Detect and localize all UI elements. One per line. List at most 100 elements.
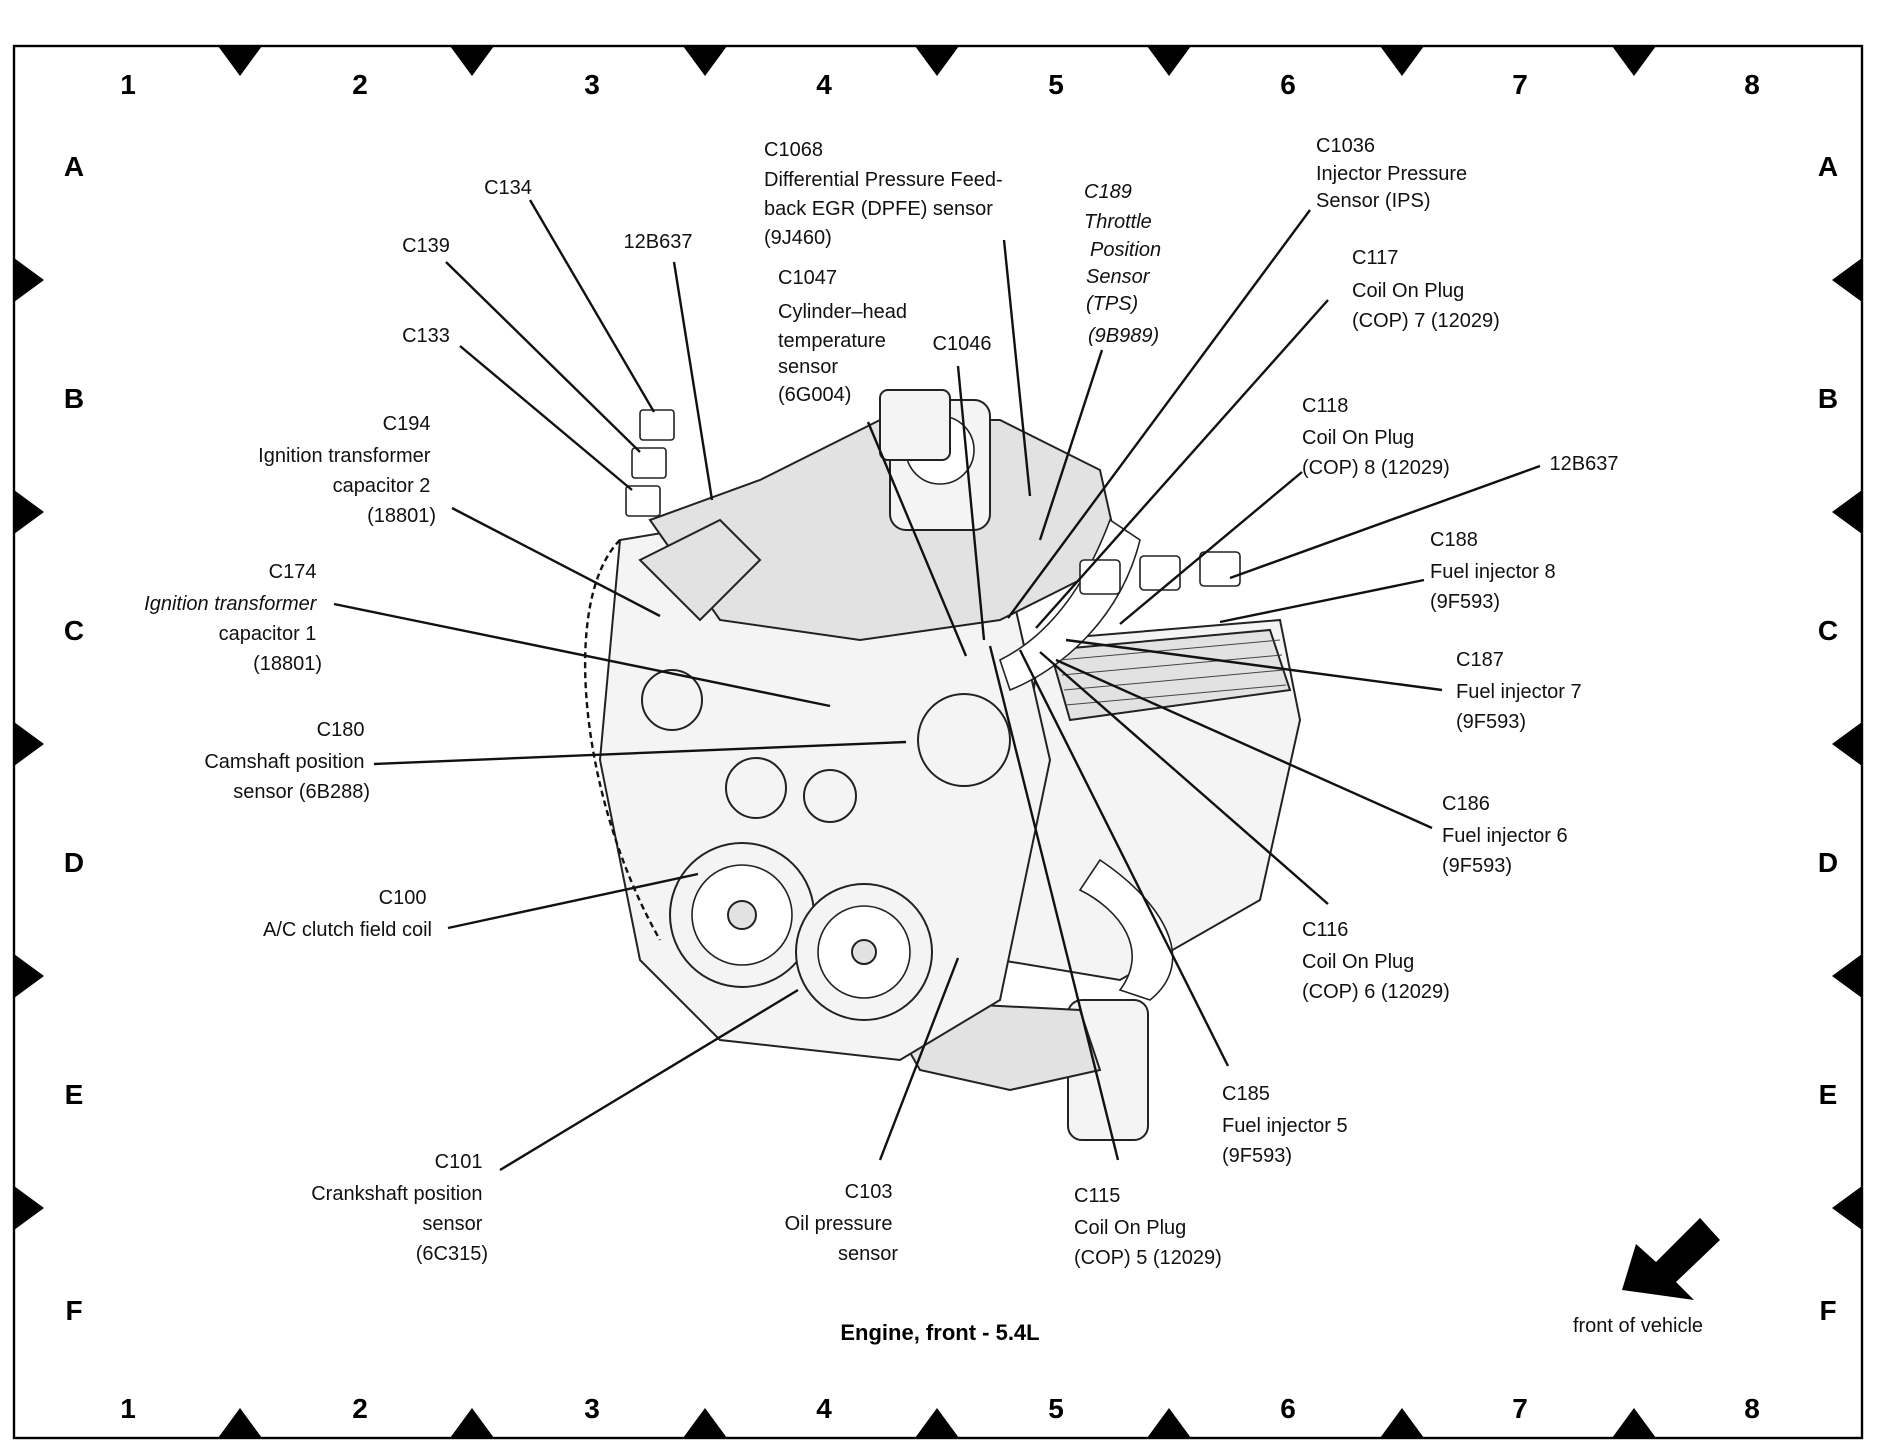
top-marker [1612, 46, 1656, 76]
intake-manifold [648, 419, 1122, 642]
callout-c189-line: (9B989) [1088, 325, 1159, 347]
coil-pack [1139, 555, 1181, 591]
right-marker [1832, 258, 1862, 302]
callout-c174: C174 Ignition transformer capacitor 1 (1… [144, 561, 322, 675]
connector-block [639, 409, 675, 441]
leader-c186 [1055, 658, 1433, 830]
leader-c1047 [866, 421, 968, 657]
grid-col-1: 1 [120, 69, 136, 100]
grid-col-6: 6 [1280, 1393, 1296, 1424]
grid-row-d: D [1818, 847, 1838, 878]
grid-col-5: 5 [1048, 1393, 1064, 1424]
callout-c117-line: (COP) 7 (12029) [1352, 310, 1500, 332]
bottom-marker [915, 1408, 959, 1438]
callout-c194: C194 Ignition transformer capacitor 2 (1… [258, 413, 436, 527]
grid-row-d: D [64, 847, 84, 878]
front-of-vehicle-label: front of vehicle [1573, 1315, 1703, 1337]
callout-c116-line: (COP) 6 (12029) [1302, 981, 1450, 1003]
leader-c117 [1035, 299, 1329, 629]
bottom-marker [1380, 1408, 1424, 1438]
callout-c174-line: C174 [269, 561, 317, 583]
callout-c1036-line: C1036 [1316, 135, 1375, 157]
callout-c185: C185 Fuel injector 5 (9F593) [1222, 1083, 1353, 1167]
leader-c103 [878, 957, 960, 1161]
callout-c188-line: (9F593) [1430, 591, 1500, 613]
leader-c100 [447, 872, 699, 930]
valve-cover-right [1048, 628, 1292, 722]
callout-c116-line: C116 [1302, 919, 1348, 941]
leader-c139 [445, 261, 641, 453]
exhaust-manifold [1078, 858, 1174, 1001]
callout-c118-line: Coil On Plug [1302, 427, 1414, 449]
grid-col-4: 4 [816, 69, 832, 100]
callout-c189-line: C189 [1084, 181, 1132, 203]
callout-c116: C116 Coil On Plug (COP) 6 (12029) [1302, 919, 1450, 1003]
callout-c180-line: C180 [317, 719, 365, 741]
callout-c186-line: (9F593) [1442, 855, 1512, 877]
leader-c194 [451, 506, 661, 618]
diagram-caption: Engine, front - 5.4L [840, 1320, 1039, 1345]
callout-c117-line: C117 [1352, 247, 1398, 269]
callout-c1068-line: (9J460) [764, 227, 832, 249]
callout-c185-line: (9F593) [1222, 1145, 1292, 1167]
grid-row-f: F [1819, 1295, 1836, 1326]
callout-c1047-line: (6G004) [778, 384, 851, 406]
bottom-marker [1147, 1408, 1191, 1438]
grid-col-5: 5 [1048, 69, 1064, 100]
callout-c186-line: Fuel injector 6 [1442, 825, 1568, 847]
callout-c188: C188 Fuel injector 8 (9F593) [1430, 529, 1561, 613]
front-of-vehicle-arrow: front of vehicle [1573, 1218, 1720, 1337]
valve-cover-rib [1061, 654, 1283, 676]
grid-column-labels-top: 1 2 3 4 5 6 7 8 [120, 69, 1760, 100]
left-marker [14, 1186, 44, 1230]
grid-row-b: B [64, 383, 84, 414]
left-marker [14, 258, 44, 302]
callout-c1068-line: C1068 [764, 139, 823, 161]
leader-c188 [1219, 578, 1425, 624]
callout-c1068-line: back EGR (DPFE) sensor [764, 198, 993, 220]
callout-c186-line: C186 [1442, 793, 1490, 815]
callout-c189-line: Sensor [1086, 266, 1151, 288]
callout-c174-line: (18801) [253, 653, 322, 675]
leader-c1068 [1002, 239, 1032, 497]
callout-c1036-line: Sensor (IPS) [1316, 190, 1430, 212]
ac-compressor-hub [727, 900, 757, 930]
callout-c115: C115 Coil On Plug (COP) 5 (12029) [1074, 1185, 1222, 1269]
leader-lines [333, 199, 1541, 1172]
callout-c115-line: C115 [1074, 1185, 1120, 1207]
leader-12b637-left [672, 261, 714, 501]
grid-col-8: 8 [1744, 69, 1760, 100]
border-markers [14, 46, 1862, 1438]
grid-col-3: 3 [584, 69, 600, 100]
bottom-marker [450, 1408, 494, 1438]
callout-c174-line: Ignition transformer [144, 593, 318, 615]
top-marker [915, 46, 959, 76]
callout-c194-line: C194 [383, 413, 431, 435]
grid-row-f: F [65, 1295, 82, 1326]
callout-labels: C134 C139 12B637 C133 C1068 Differential… [144, 135, 1618, 1269]
callout-c1047-line: sensor [778, 356, 838, 378]
water-pump-pulley [917, 693, 1011, 787]
callout-c185-line: Fuel injector 5 [1222, 1115, 1348, 1137]
bottom-marker [218, 1408, 262, 1438]
callout-12b637-right: 12B637 [1550, 453, 1619, 475]
callout-12b637-left-line: 12B637 [624, 231, 693, 253]
callout-c101-line: Crankshaft position [311, 1183, 482, 1205]
callout-c1036: C1036 Injector Pressure Sensor (IPS) [1316, 135, 1473, 212]
power-steering-hub [851, 939, 877, 965]
callout-c103: C103 Oil pressure sensor [785, 1181, 899, 1265]
top-marker [683, 46, 727, 76]
bottom-marker [683, 1408, 727, 1438]
callout-c118-line: (COP) 8 (12029) [1302, 457, 1450, 479]
leader-c116 [1039, 651, 1329, 905]
callout-c1068: C1068 Differential Pressure Feed- back E… [764, 139, 1008, 249]
bottom-marker [1612, 1408, 1656, 1438]
callout-c188-line: Fuel injector 8 [1430, 561, 1556, 583]
grid-col-3: 3 [584, 1393, 600, 1424]
callout-c180: C180 Camshaft position sensor (6B288) [204, 719, 370, 803]
callout-c180-line: sensor (6B288) [233, 781, 370, 803]
grid-col-1: 1 [120, 1393, 136, 1424]
callout-c103-line: sensor [838, 1243, 898, 1265]
